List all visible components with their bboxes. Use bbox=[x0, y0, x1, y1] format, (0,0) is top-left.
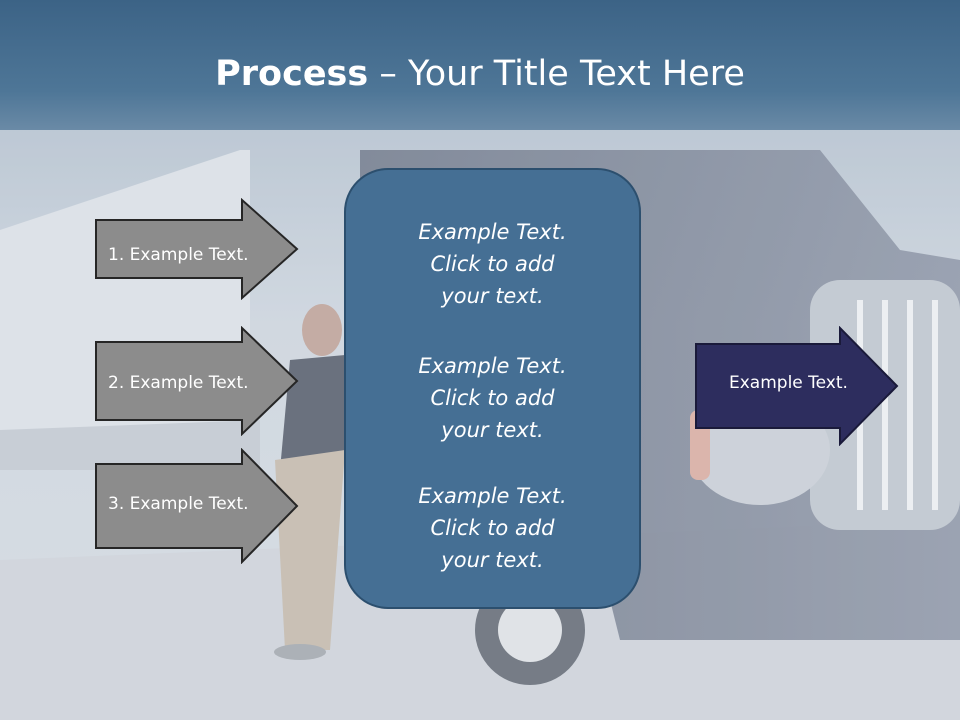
center-text-box[interactable]: Example Text. Click to add your text. Ex… bbox=[344, 168, 641, 609]
center-paragraph-2-line-2: Click to add bbox=[430, 386, 555, 410]
center-paragraph-3-line-1: Example Text. bbox=[418, 484, 567, 508]
right-arrow-label: Example Text. bbox=[729, 373, 848, 393]
center-paragraph-2-line-3: your text. bbox=[441, 418, 544, 442]
left-arrow-2[interactable] bbox=[94, 326, 300, 436]
center-paragraph-3: Example Text. Click to add your text. bbox=[346, 480, 639, 576]
title-rest: – Your Title Text Here bbox=[368, 54, 745, 94]
right-arrow[interactable] bbox=[694, 326, 900, 446]
title-bold: Process bbox=[215, 54, 369, 94]
center-paragraph-3-line-2: Click to add bbox=[430, 516, 555, 540]
slide-title[interactable]: Process – Your Title Text Here bbox=[0, 52, 960, 96]
center-paragraph-1-line-2: Click to add bbox=[430, 252, 555, 276]
center-paragraph-1: Example Text. Click to add your text. bbox=[346, 216, 639, 312]
left-arrow-1-label: 1. Example Text. bbox=[108, 245, 249, 265]
center-paragraph-1-line-1: Example Text. bbox=[418, 220, 567, 244]
title-band bbox=[0, 0, 960, 130]
center-paragraph-2: Example Text. Click to add your text. bbox=[346, 350, 639, 446]
left-arrow-1[interactable] bbox=[94, 198, 300, 300]
center-paragraph-2-line-1: Example Text. bbox=[418, 354, 567, 378]
center-paragraph-3-line-3: your text. bbox=[441, 548, 544, 572]
left-arrow-2-label: 2. Example Text. bbox=[108, 373, 249, 393]
left-arrow-3-label: 3. Example Text. bbox=[108, 494, 249, 514]
left-arrow-3[interactable] bbox=[94, 448, 300, 564]
center-paragraph-1-line-3: your text. bbox=[441, 284, 544, 308]
